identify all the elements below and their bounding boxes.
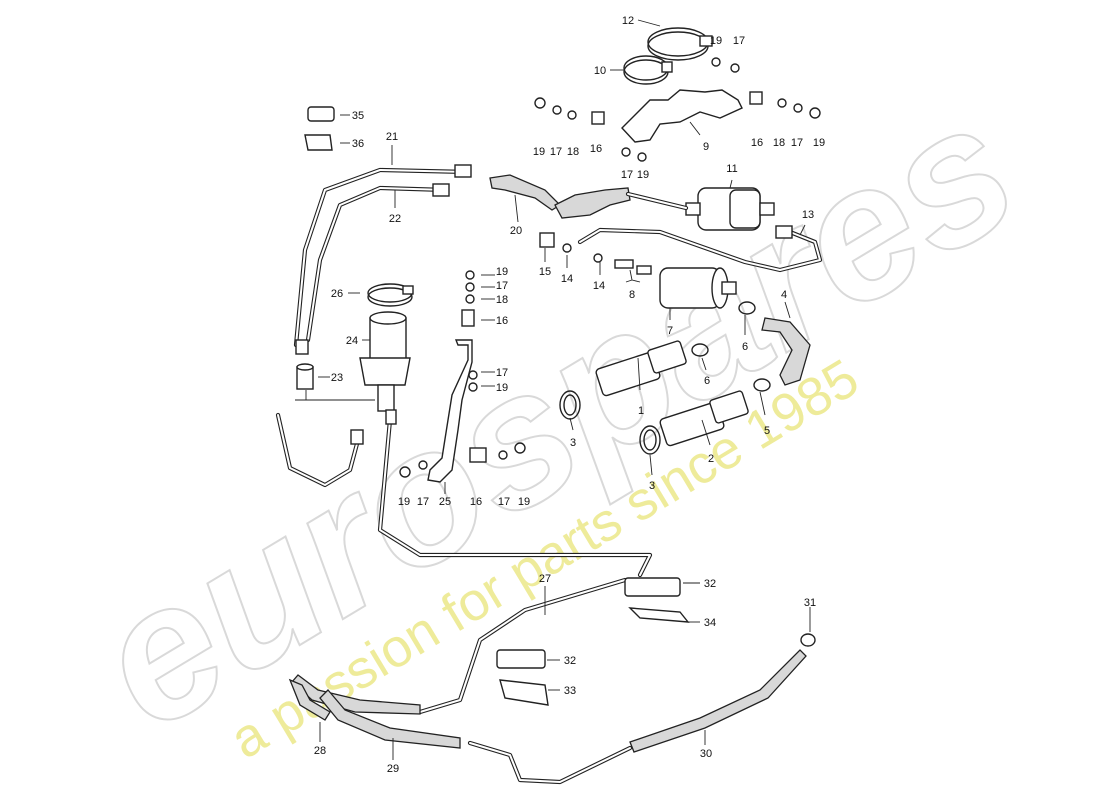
callout-18: 18: [773, 137, 785, 149]
callout-31: 31: [804, 597, 816, 609]
fuel-filter-11: [685, 187, 775, 231]
clip-32: [496, 577, 681, 669]
callout-19: 19: [710, 35, 722, 47]
callout-32: 32: [704, 578, 716, 590]
callout-3: 3: [649, 480, 655, 492]
callout-17: 17: [621, 169, 633, 181]
return-line-left: [275, 412, 364, 488]
callout-19: 19: [496, 266, 508, 278]
callout-1: 1: [638, 405, 644, 417]
callout-19: 19: [533, 146, 545, 158]
fuel-line-21: [293, 164, 472, 348]
callout-16: 16: [751, 137, 763, 149]
callout-25: 25: [439, 496, 451, 508]
watermark-brand: eurospares: [62, 61, 1049, 770]
callout-20: 20: [510, 225, 522, 237]
fuel-filter-7: [659, 267, 737, 309]
hose-4: [761, 317, 811, 386]
clip-36: [304, 134, 333, 151]
watermark: eurospares a passion for parts since 198…: [61, 60, 1050, 771]
clamp-31: [800, 633, 816, 647]
fuel-line-bottom: [467, 740, 633, 785]
callout-13: 13: [802, 209, 814, 221]
hose-29: [319, 689, 461, 749]
hose-28: [288, 674, 421, 721]
callout-19: 19: [496, 382, 508, 394]
callout-30: 30: [700, 748, 712, 760]
callout-32: 32: [564, 655, 576, 667]
callout-12: 12: [622, 15, 634, 27]
fuel-pump-1: [595, 340, 687, 397]
clamp-26: [367, 283, 414, 307]
callout-17: 17: [733, 35, 745, 47]
bracket-34: [628, 607, 690, 623]
callout-19: 19: [813, 137, 825, 149]
callout-15: 15: [539, 266, 551, 278]
callout-35: 35: [352, 110, 364, 122]
callout-28: 28: [314, 745, 326, 757]
callout-19: 19: [637, 169, 649, 181]
callout-33: 33: [564, 685, 576, 697]
callout-3: 3: [570, 437, 576, 449]
callout-6: 6: [742, 341, 748, 353]
clamp-5: [753, 378, 771, 392]
callout-16: 16: [496, 315, 508, 327]
callout-17: 17: [496, 280, 508, 292]
fuel-line-vertical: [377, 409, 653, 578]
clip-35: [307, 106, 335, 122]
clamp-6: [691, 301, 756, 357]
callout-26: 26: [331, 288, 343, 300]
hose-30: [629, 649, 807, 753]
callout-17: 17: [498, 496, 510, 508]
callout-36: 36: [352, 138, 364, 150]
clamp-12: [647, 27, 713, 61]
fuel-line-22: [295, 183, 450, 355]
union-23: [296, 363, 314, 390]
callout-18: 18: [567, 146, 579, 158]
callout-2: 2: [708, 453, 714, 465]
callout-10: 10: [594, 65, 606, 77]
callout-4: 4: [781, 289, 787, 301]
callout-11: 11: [726, 163, 737, 175]
callout-18: 18: [496, 294, 508, 306]
callout-8: 8: [629, 289, 635, 301]
callout-34: 34: [704, 617, 716, 629]
callout-21: 21: [386, 131, 398, 143]
bracket-33: [499, 679, 549, 706]
callout-29: 29: [387, 763, 399, 775]
callout-14: 14: [593, 280, 605, 292]
callout-5: 5: [764, 425, 770, 437]
bracket-25: [427, 339, 473, 483]
callout-22: 22: [389, 213, 401, 225]
callout-19: 19: [518, 496, 530, 508]
seal-ring-3: [559, 390, 661, 455]
clamp-10: [623, 55, 673, 85]
callout-17: 17: [550, 146, 562, 158]
hose-20: [489, 174, 689, 219]
callout-17: 17: [417, 496, 429, 508]
fuel-pump-2: [659, 390, 749, 447]
callout-19: 19: [398, 496, 410, 508]
callout-14: 14: [561, 273, 573, 285]
callout-24: 24: [346, 335, 358, 347]
nuts-washers: [399, 57, 821, 478]
callout-6: 6: [704, 375, 710, 387]
callout-23: 23: [331, 372, 343, 384]
callout-17: 17: [496, 367, 508, 379]
callout-16: 16: [590, 143, 602, 155]
callout-16: 16: [470, 496, 482, 508]
callout-9: 9: [703, 141, 709, 153]
leader-lines: [318, 19, 811, 760]
fuel-line-27: [417, 577, 628, 715]
callout-labels: 1 2 3 3 4 5 6 6 7 8 9 10 11 12 13 14 14 …: [314, 15, 825, 775]
callout-17: 17: [791, 137, 803, 149]
bracket-9: [621, 89, 743, 143]
callout-27: 27: [539, 573, 551, 585]
callout-7: 7: [667, 325, 673, 337]
fuel-accumulator-24: [359, 311, 411, 412]
fuel-line-13: [577, 225, 823, 273]
